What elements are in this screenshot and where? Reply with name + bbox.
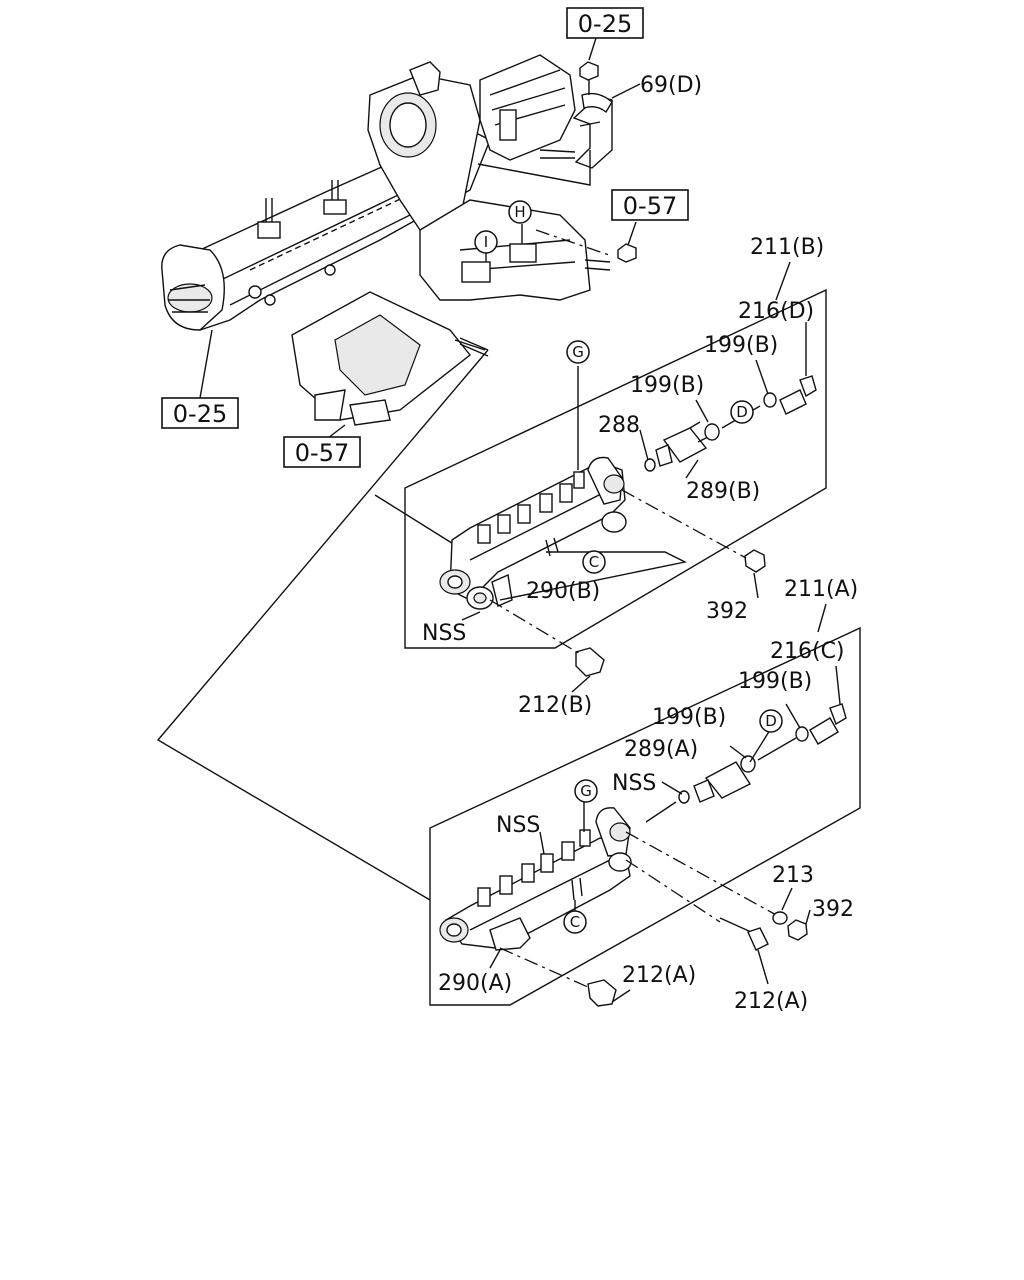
label-212a-2: 212(A) [734,989,808,1014]
label-289b: 289(B) [686,479,760,504]
svg-text:D: D [736,403,748,421]
svg-text:D: D [765,712,777,730]
marker-g-b: G [566,340,590,364]
label-199b-3: 199(B) [738,669,812,694]
svg-text:H: H [514,203,525,221]
label-212a-1: 212(A) [622,963,696,988]
marker-d-b: D [730,400,754,424]
svg-text:0-57: 0-57 [295,439,349,467]
leader-lines-top [199,37,641,439]
marker-c-b: C [582,550,606,574]
intake-manifold-assembly [161,54,637,426]
svg-text:0-25: 0-25 [578,10,632,38]
marker-d-a: D [759,709,783,733]
label-288: 288 [598,413,640,438]
label-213: 213 [772,863,814,888]
fuel-rail-b-assembly [156,261,827,901]
label-nss-a2: NSS [496,813,540,838]
svg-text:0-57: 0-57 [623,192,677,220]
svg-text:G: G [580,782,592,800]
label-211b: 211(B) [750,235,824,260]
label-392-a: 392 [812,897,854,922]
marker-h: H [508,200,532,224]
label-nss-a1: NSS [612,771,656,796]
label-211a: 211(A) [784,577,858,602]
label-290b: 290(B) [526,579,600,604]
label-290a: 290(A) [438,971,512,996]
svg-text:I: I [484,233,488,251]
fuel-rail-a-assembly [429,603,861,1007]
label-212b: 212(B) [518,693,592,718]
ref-box-0-25-left: 0-25 [161,397,239,429]
ref-box-0-57-bottom: 0-57 [283,436,361,468]
svg-text:0-25: 0-25 [173,400,227,428]
label-199b-2: 199(B) [630,373,704,398]
label-199b-1: 199(B) [704,333,778,358]
label-216c: 216(C) [770,639,845,664]
marker-i: I [474,230,498,254]
label-nss-b: NSS [422,621,466,646]
label-289a: 289(A) [624,737,698,762]
label-199b-4: 199(B) [652,705,726,730]
marker-g-a: G [574,779,598,803]
label-69d: 69(D) [640,73,702,98]
svg-text:G: G [572,343,584,361]
label-216d: 216(D) [738,299,814,324]
label-392-b: 392 [706,599,748,624]
marker-c-a: C [563,910,587,934]
svg-text:C: C [570,913,580,931]
svg-text:C: C [589,553,599,571]
ref-box-0-57-right: 0-57 [611,189,689,221]
ref-box-0-25-top: 0-25 [566,7,644,39]
